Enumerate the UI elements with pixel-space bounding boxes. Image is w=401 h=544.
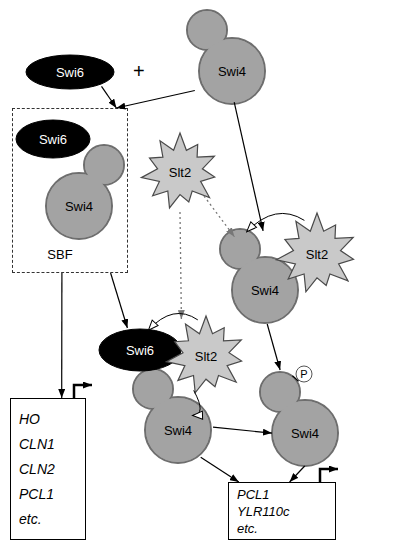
protein-label: Swi4	[235, 260, 295, 320]
connector	[61, 273, 62, 398]
protein-body-fill	[233, 258, 297, 322]
kinase-star: Slt2	[140, 132, 220, 212]
protein-shape: Swi4	[258, 370, 340, 467]
complex-box: SBF Swi6Swi4	[12, 108, 128, 273]
connector	[213, 427, 272, 433]
protein-label: Swi6	[98, 328, 182, 372]
ellipse-shape	[26, 55, 114, 89]
connector	[234, 102, 263, 231]
connector	[267, 324, 280, 370]
gene-box: HO CLN1 CLN2 PCL1 etc.	[10, 398, 86, 540]
ellipse-shape	[99, 329, 181, 371]
kinase-label: Slt2	[275, 212, 359, 296]
protein-ellipse: Swi6	[98, 328, 182, 372]
protein-body-fill	[273, 401, 337, 465]
plus-sign: +	[133, 60, 145, 83]
shape-outline	[185, 8, 267, 105]
transcription-arrow	[74, 385, 92, 398]
connector	[204, 196, 234, 237]
connector	[201, 457, 239, 482]
transcription-arrow	[320, 469, 338, 482]
connector	[180, 212, 181, 319]
kinase-star: Slt2	[275, 212, 359, 296]
ellipse-shape	[16, 120, 90, 158]
connector	[290, 466, 305, 482]
gene-list: HO CLN1 CLN2 PCL1 etc.	[19, 407, 55, 532]
kinase-label: Slt2	[165, 315, 247, 397]
protein-body-fill	[200, 39, 264, 103]
protein-shape: Swi4	[185, 8, 267, 105]
protein-body-fill	[47, 174, 111, 238]
protein-ellipse: Swi6	[15, 119, 91, 159]
connector	[116, 91, 194, 109]
gene-list: PCL1 YLR110c etc.	[237, 486, 290, 537]
protein-label: Swi4	[148, 400, 208, 460]
complex-label: SBF	[13, 247, 127, 262]
protein-body-fill	[146, 398, 210, 462]
phosphate-label: P	[295, 365, 313, 383]
protein-label: Swi6	[15, 119, 91, 159]
connector	[111, 273, 128, 328]
connector	[102, 86, 117, 108]
phosphate-circle: P	[295, 365, 313, 383]
kinase-star: Slt2	[165, 315, 247, 397]
protein-label: Swi4	[49, 176, 109, 236]
protein-label: Swi4	[202, 41, 262, 101]
protein-label: Swi4	[275, 403, 335, 463]
circle-shape	[296, 366, 312, 382]
protein-ellipse: Swi6	[25, 54, 115, 90]
kinase-label: Slt2	[140, 132, 220, 212]
gene-box: PCL1 YLR110c etc.	[228, 482, 336, 540]
protein-label: Swi6	[25, 54, 115, 90]
shape-outline	[258, 370, 340, 467]
